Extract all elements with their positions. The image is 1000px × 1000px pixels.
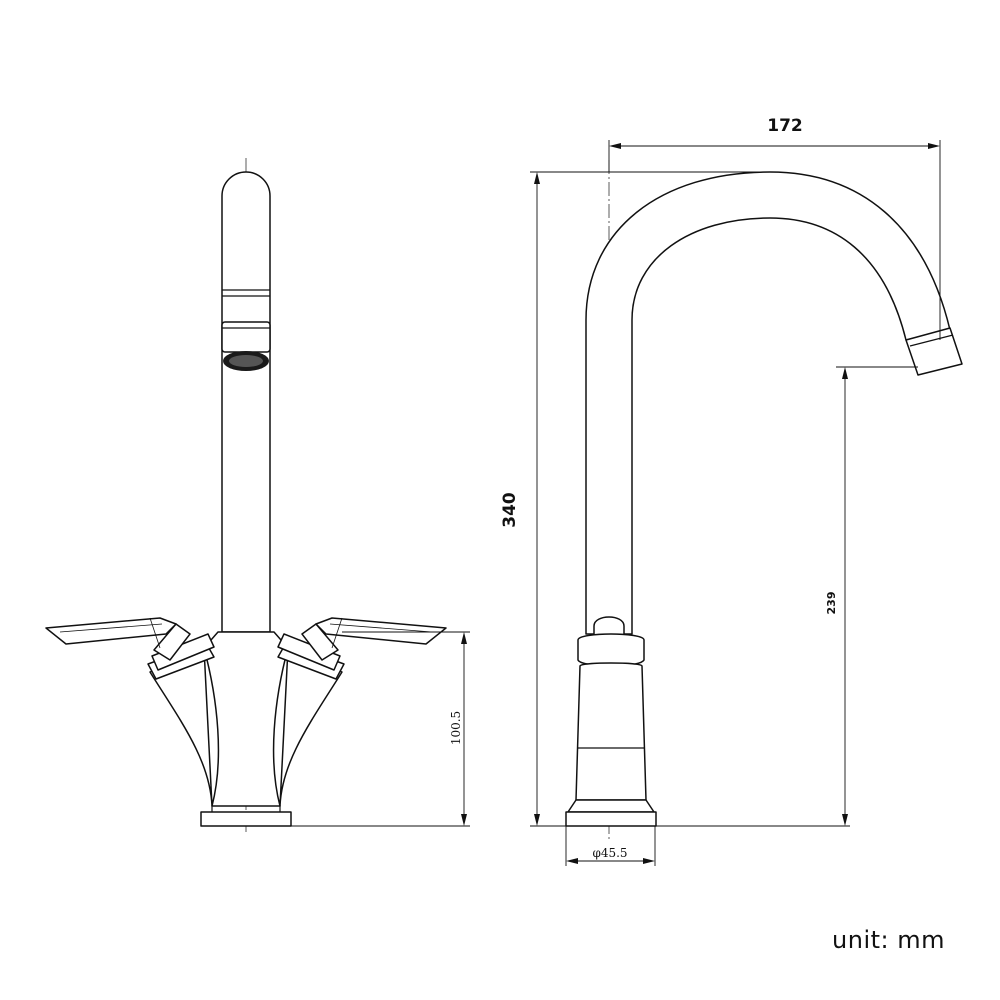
handle-height-label: 100.5 <box>449 711 463 745</box>
left-handle <box>45 617 215 680</box>
base-diameter-label: φ45.5 <box>592 846 627 860</box>
spout-outlet <box>905 327 963 376</box>
dimension-handle-height: 100.5 <box>291 631 470 827</box>
front-spout-column <box>221 171 271 633</box>
dimension-outlet-height: 239 <box>656 366 918 827</box>
outlet-height-label: 239 <box>825 592 838 615</box>
unit-label: unit: mm <box>832 926 945 954</box>
right-lever <box>315 617 447 645</box>
aerator-ring <box>221 321 271 353</box>
overall-height-label: 340 <box>500 492 520 528</box>
front-base-plate <box>200 811 292 827</box>
front-view: 100.5 <box>45 158 470 832</box>
side-base-plate <box>565 811 657 827</box>
dimension-spout-reach: 172 <box>608 116 941 340</box>
side-view: 340 172 239 φ45.5 <box>500 116 963 866</box>
right-handle <box>277 617 447 680</box>
spout-reach-label: 172 <box>767 116 803 136</box>
dimension-base-diameter: φ45.5 <box>565 826 656 866</box>
dimension-overall-height: 340 <box>500 171 770 827</box>
side-body <box>577 633 645 667</box>
left-lever <box>45 617 177 645</box>
front-body <box>203 631 289 807</box>
gooseneck-spout <box>585 171 951 635</box>
